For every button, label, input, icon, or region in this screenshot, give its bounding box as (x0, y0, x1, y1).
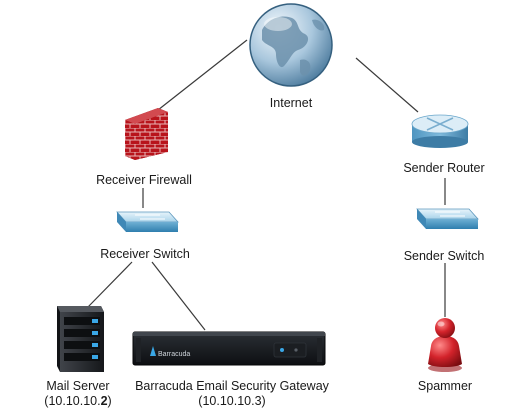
globe-icon (249, 3, 333, 87)
sender-switch-label: Sender Switch (403, 249, 485, 263)
receiver-switch-label: Receiver Switch (100, 247, 190, 261)
sender-router-label: Sender Router (403, 161, 485, 175)
server-icon (57, 306, 104, 372)
mail-server-address: (10.10.10.2) (44, 394, 112, 408)
gateway-name: Barracuda Email Security Gateway (135, 379, 329, 393)
svg-text:Barracuda: Barracuda (158, 351, 190, 358)
link-switch-mailserver (86, 261, 133, 309)
router-icon (411, 114, 469, 148)
spammer-icon (428, 318, 462, 372)
link-internet-firewall (157, 39, 248, 111)
barracuda-logo: Barracuda (150, 346, 190, 358)
link-switch-gateway (151, 261, 206, 331)
firewall-icon (125, 108, 168, 160)
spammer-label: Spammer (417, 379, 473, 393)
switch-icon (116, 211, 179, 232)
switch-icon (416, 208, 479, 229)
gateway-label: Barracuda Email Security Gateway (10.10.… (122, 379, 342, 409)
mail-server-label: Mail Server (10.10.10.2) (30, 379, 126, 409)
receiver-firewall-label: Receiver Firewall (96, 173, 192, 187)
internet-label: Internet (269, 96, 313, 110)
appliance-icon: Barracuda (132, 331, 326, 366)
gateway-address: (10.10.10.3) (198, 394, 266, 408)
link-internet-router (355, 57, 419, 113)
mail-server-name: Mail Server (46, 379, 110, 393)
